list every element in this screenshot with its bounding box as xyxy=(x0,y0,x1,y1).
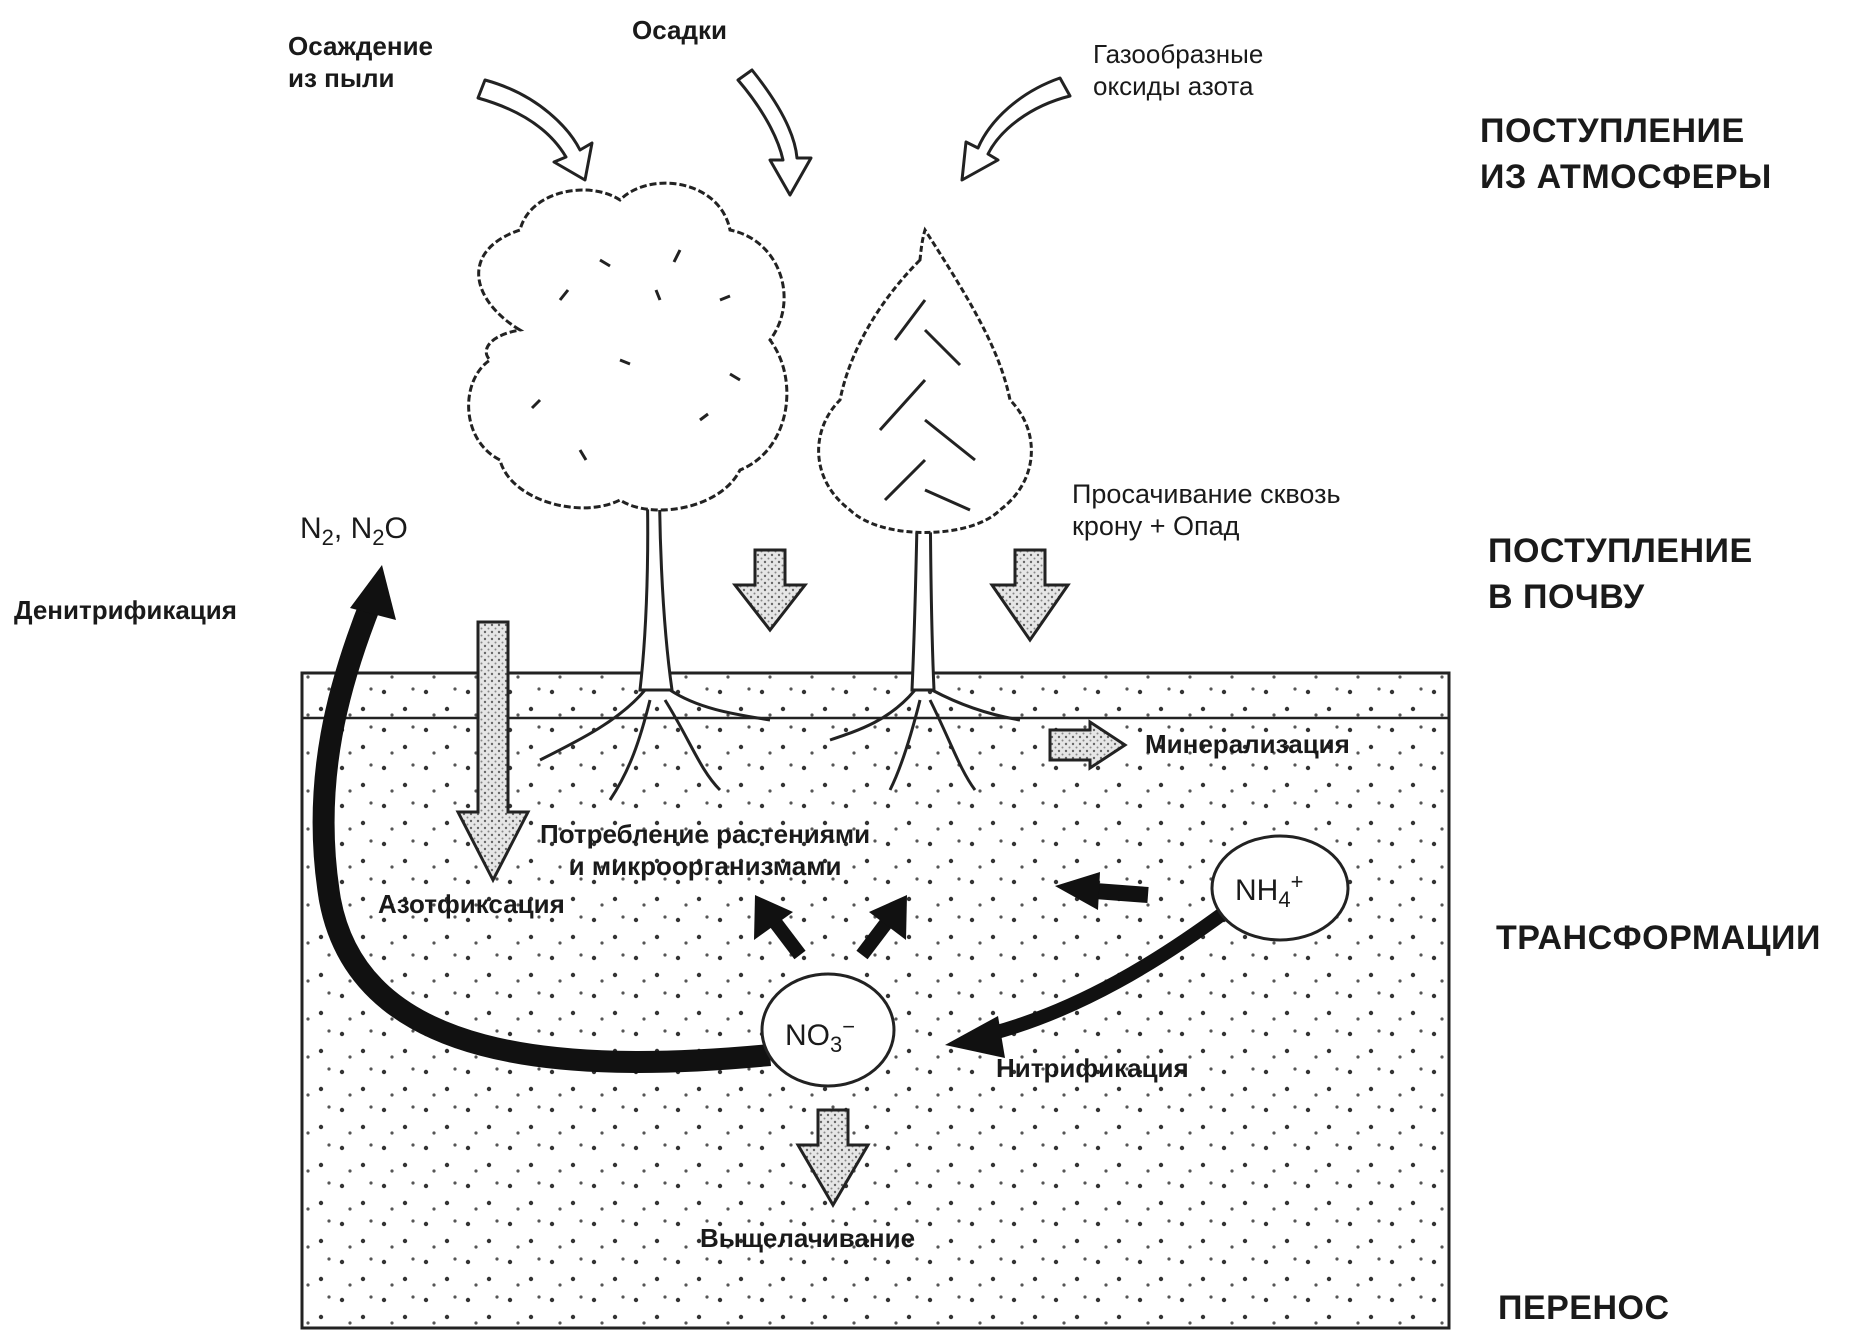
nitrification-label: Нитрификация xyxy=(996,1052,1189,1084)
stage-transformations-label: ТРАНСФОРМАЦИИ xyxy=(1496,915,1821,961)
leaching-label: Выщелачивание xyxy=(700,1222,915,1254)
stage-soil-input-label: ПОСТУПЛЕНИЕ В ПОЧВУ xyxy=(1488,528,1753,620)
atmosphere-input-arrows xyxy=(478,70,1070,195)
litterfall-arrow-icon xyxy=(992,550,1068,640)
precipitation-label: Осадки xyxy=(632,14,727,46)
precipitation-arrow-icon xyxy=(738,70,811,195)
gaseous-arrow-icon xyxy=(962,78,1070,180)
throughfall-arrow-icon xyxy=(735,550,805,630)
dust-deposition-label: Осаждение из пыли xyxy=(288,30,433,94)
fixation-label: Азотфиксация xyxy=(378,888,565,920)
gaseous-oxides-label: Газообразные оксиды азота xyxy=(1093,38,1263,102)
soil-input-arrows xyxy=(735,550,1068,640)
gas-products-label: N2, N2O xyxy=(300,512,408,555)
nitrate-ion-label: NO3− xyxy=(785,1010,855,1062)
denitrification-label: Денитрификация xyxy=(14,594,237,626)
stage-atmosphere-label: ПОСТУПЛЕНИЕ ИЗ АТМОСФЕРЫ xyxy=(1480,108,1772,200)
mineralization-label: Минерализация xyxy=(1145,728,1350,760)
ammonium-ion-label: NH4+ xyxy=(1235,865,1303,917)
stage-transfer-label: ПЕРЕНОС xyxy=(1498,1285,1670,1331)
dust-arrow-icon xyxy=(478,80,592,180)
throughfall-label: Просачивание сквозь крону + Опад xyxy=(1072,478,1341,542)
uptake-label: Потребление растениями и микроорганизмам… xyxy=(540,818,870,882)
